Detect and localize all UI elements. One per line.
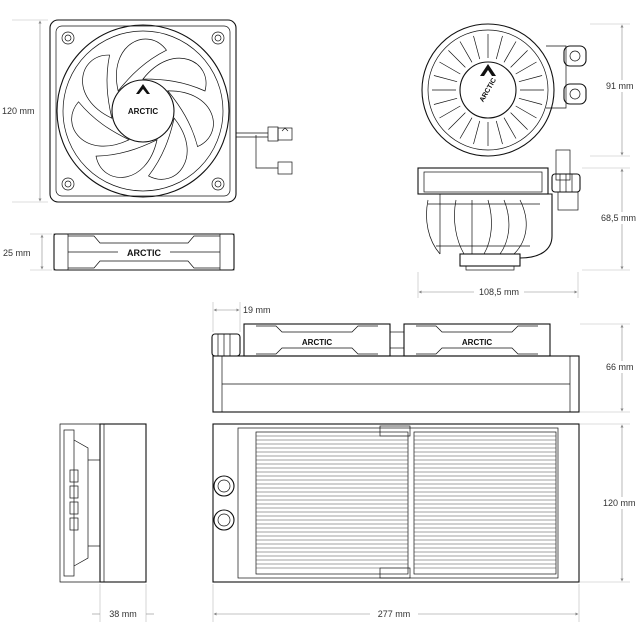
fan-side-view: ARCTIC	[53, 233, 235, 271]
pump-arctic-logo-icon	[480, 64, 496, 76]
dim-fan-thickness: 25 mm	[3, 233, 52, 271]
fan-hub	[111, 79, 175, 143]
pump-top-brand: ARCTIC	[479, 77, 498, 103]
dim-radiator-height: 120 mm	[580, 423, 640, 583]
dim-pump-height: 91 mm	[590, 23, 640, 157]
radiator-side-view	[59, 423, 147, 583]
radiator-fittings	[213, 475, 235, 531]
label-fan-height: 120 mm	[2, 106, 35, 116]
label-radiator-height: 120 mm	[603, 498, 636, 508]
dim-radiator-side-depth: 38 mm	[92, 584, 154, 622]
radiator-fins-left	[255, 431, 409, 575]
dim-pump-width: 108,5 mm	[417, 272, 579, 298]
pump-fins	[432, 34, 544, 146]
radiator-fan-2-brand: ARCTIC	[462, 338, 492, 347]
label-pump-height: 91 mm	[606, 81, 634, 91]
pump-side-view	[417, 149, 581, 271]
fan-cable	[236, 126, 293, 175]
label-fitting-offset: 19 mm	[243, 305, 271, 315]
pump-top-view: ARCTIC	[421, 23, 587, 157]
label-pump-width: 108,5 mm	[479, 287, 519, 297]
radiator-front-view	[212, 423, 580, 583]
label-pump-depth: 68,5 mm	[601, 213, 636, 223]
label-radiator-length: 277 mm	[378, 609, 411, 619]
radiator-fin-lines	[256, 435, 556, 569]
radiator-fan-1-brand: ARCTIC	[302, 338, 332, 347]
fan-screw-holes	[61, 31, 225, 191]
pump-fittings-top	[546, 45, 587, 109]
radiator-fan-2: ARCTIC	[403, 323, 551, 357]
radiator-fins-right	[413, 431, 557, 575]
label-radiator-thickness: 66 mm	[606, 362, 634, 372]
fan-blades	[71, 38, 214, 180]
dim-fitting-offset: 19 mm	[212, 302, 271, 332]
radiator-fan-1: ARCTIC	[243, 323, 391, 357]
fan-front-view: ARCTIC	[49, 19, 293, 203]
dim-radiator-length: 277 mm	[212, 584, 580, 622]
dim-fan-height: 120 mm	[0, 19, 48, 203]
arctic-logo-icon	[136, 84, 150, 94]
fan-hub-brand: ARCTIC	[128, 107, 158, 116]
dim-pump-depth: 68,5 mm	[582, 167, 640, 271]
dim-radiator-thickness: 66 mm	[580, 323, 638, 413]
radiator-top-view: ARCTIC ARCTIC	[211, 323, 580, 413]
fan-side-brand: ARCTIC	[127, 248, 161, 258]
label-fan-thickness: 25 mm	[3, 248, 31, 258]
label-radiator-side-depth: 38 mm	[109, 609, 137, 619]
